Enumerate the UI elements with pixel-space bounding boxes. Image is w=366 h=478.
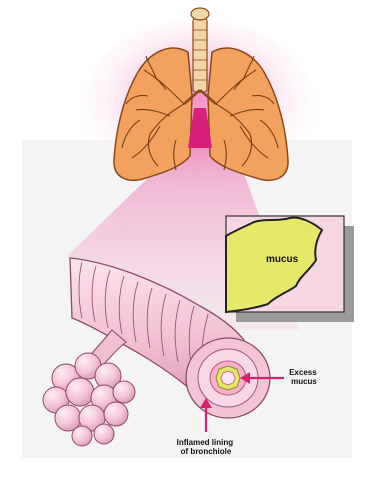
excess-mucus-label-line1: Excess: [289, 368, 317, 377]
inflamed-lining-label-line2: of bronchiole: [181, 447, 232, 456]
inflamed-lining-label: Inflamed lining of bronchiole: [177, 438, 236, 456]
excess-mucus-label-line2: mucus: [291, 377, 317, 386]
airway-lumen: [221, 371, 235, 385]
mucus-inset: mucus: [226, 216, 354, 322]
mucus-label: mucus: [266, 254, 299, 265]
excess-mucus-label: Excess mucus: [289, 368, 319, 386]
trachea: [191, 8, 209, 92]
inflamed-lining-label-line1: Inflamed lining: [177, 438, 234, 447]
